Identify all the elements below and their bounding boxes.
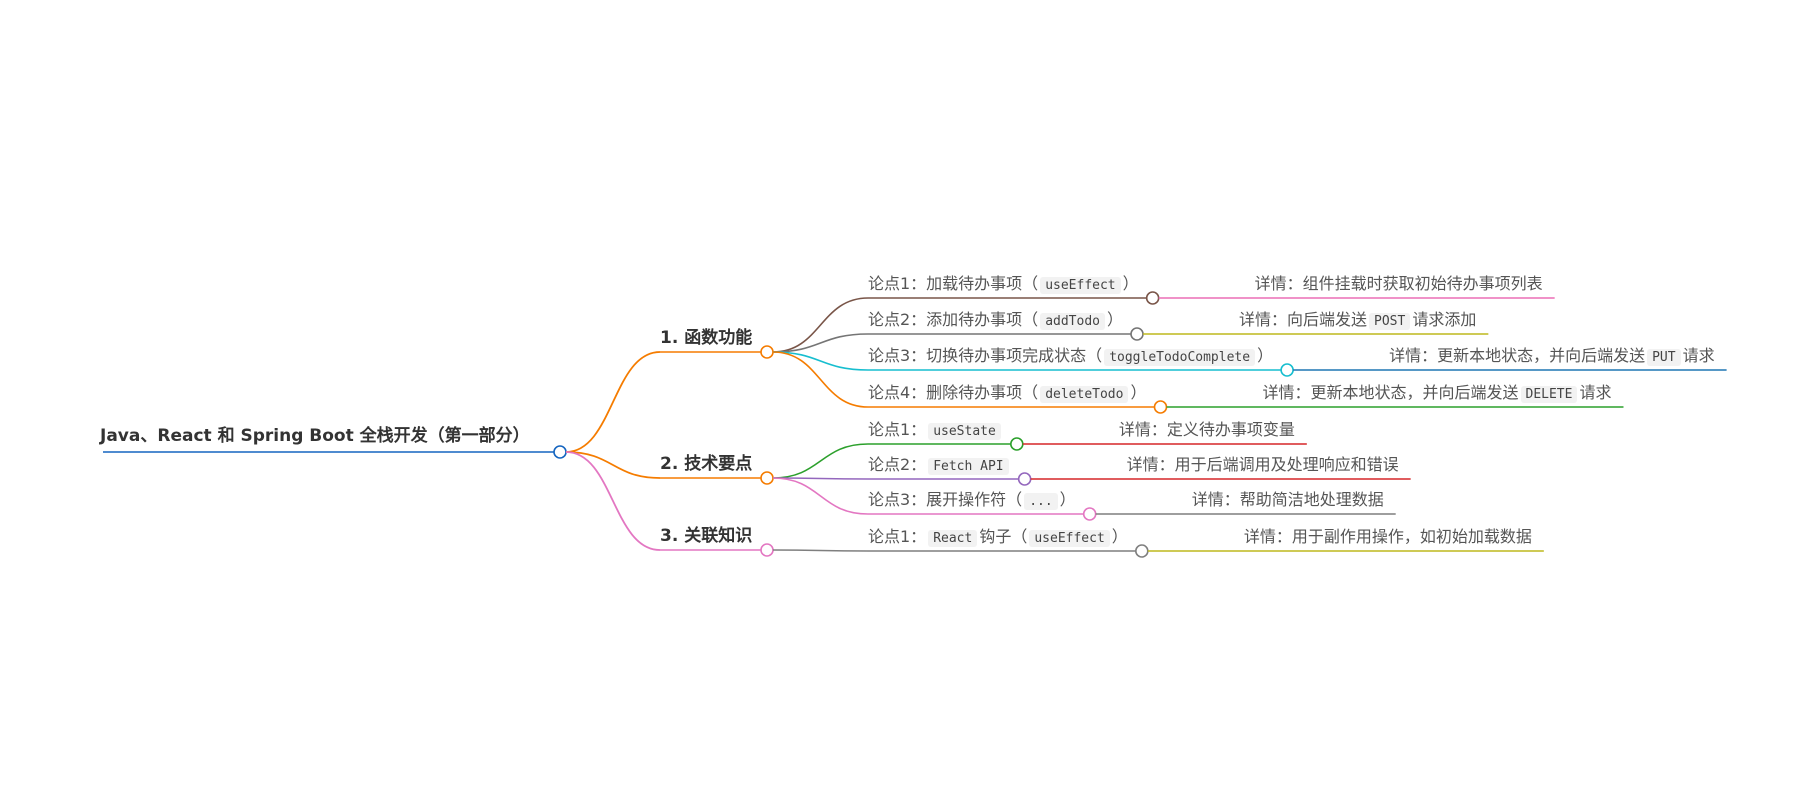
point-link-1-2	[772, 333, 869, 353]
text-segment: 请求添加	[1412, 310, 1477, 329]
branch-node-circle-2[interactable]	[760, 471, 774, 485]
code-token: POST	[1369, 313, 1411, 330]
code-token: PUT	[1647, 349, 1681, 366]
text-segment: ）	[1106, 310, 1123, 329]
point-link-2-2	[772, 477, 869, 480]
code-token: deleteTodo	[1040, 386, 1129, 403]
text-segment: 详情：向后端发送	[1239, 310, 1368, 329]
root-node-circle[interactable]	[553, 445, 567, 459]
point-link-3-1	[772, 549, 869, 552]
code-token: useEffect	[1040, 277, 1121, 294]
text-segment: 详情：定义待办事项变量	[1118, 420, 1295, 439]
text-segment: 详情：用于副作用操作，如初始加载数据	[1243, 527, 1532, 546]
point-node-circle[interactable]	[1153, 400, 1168, 414]
text-segment: 钩子（	[979, 527, 1028, 546]
branch-topic-3[interactable]: 3. 关联知识	[660, 526, 753, 546]
point-topic: 论点2：Fetch API	[868, 454, 1011, 478]
point-topic: 论点2：添加待办事项（addTodo）	[868, 309, 1123, 333]
point-topic: 论点4：删除待办事项（deleteTodo）	[868, 382, 1146, 406]
text-segment: ）	[1059, 490, 1076, 509]
code-token: useState	[928, 423, 1001, 440]
code-token: React	[928, 530, 978, 547]
point-node-circle[interactable]	[1130, 327, 1144, 341]
branch-link-3	[565, 451, 661, 551]
point-link-2-1	[772, 443, 869, 479]
point-topic: 论点3：切换待办事项完成状态（toggleTodoComplete）	[868, 345, 1273, 369]
text-segment: 详情：更新本地状态，并向后端发送	[1262, 383, 1519, 402]
point-node-circle[interactable]	[1280, 363, 1294, 377]
text-segment: 请求	[1682, 346, 1715, 365]
point-topic: 论点1：加载待办事项（useEffect）	[868, 273, 1139, 297]
detail-topic: 详情：用于副作用操作，如初始加载数据	[1244, 526, 1532, 548]
point-topic: 论点1：useState	[868, 419, 1003, 443]
code-token: Fetch API	[928, 458, 1009, 475]
code-token: ...	[1024, 493, 1058, 510]
text-segment: 请求	[1579, 383, 1612, 402]
text-segment: 详情：用于后端调用及处理响应和错误	[1126, 455, 1399, 474]
code-token: DELETE	[1520, 386, 1578, 403]
point-link-1-1	[772, 297, 869, 353]
point-node-circle[interactable]	[1145, 291, 1160, 305]
text-segment: 论点4：删除待办事项（	[868, 383, 1039, 402]
branch-topic-2[interactable]: 2. 技术要点	[660, 454, 753, 474]
text-segment: 论点1：加载待办事项（	[868, 274, 1039, 293]
point-node-circle[interactable]	[1017, 472, 1032, 486]
text-segment: ）	[1122, 274, 1139, 293]
text-segment: 详情：组件挂载时获取初始待办事项列表	[1254, 274, 1543, 293]
point-link-2-3	[772, 477, 869, 515]
root-topic[interactable]: Java、React 和 Spring Boot 全栈开发（第一部分）	[100, 426, 530, 446]
text-segment: 论点2：添加待办事项（	[868, 310, 1039, 329]
text-segment: ）	[1111, 527, 1128, 546]
text-segment: 论点1：	[868, 527, 927, 546]
code-token: addTodo	[1040, 313, 1105, 330]
branch-node-circle-3[interactable]	[760, 543, 774, 557]
detail-topic: 详情：组件挂载时获取初始待办事项列表	[1255, 273, 1543, 295]
code-token: toggleTodoComplete	[1104, 349, 1256, 366]
branch-topic-1[interactable]: 1. 函数功能	[660, 328, 753, 348]
point-link-1-3	[772, 351, 869, 371]
detail-topic: 详情：帮助简洁地处理数据	[1192, 489, 1384, 511]
text-segment: 详情：帮助简洁地处理数据	[1191, 490, 1384, 509]
point-node-circle[interactable]	[1082, 507, 1097, 521]
text-segment: 论点1：	[868, 420, 927, 439]
branch-node-circle-1[interactable]	[760, 345, 774, 359]
text-segment: 论点3：展开操作符（	[868, 490, 1023, 509]
text-segment: 论点3：切换待办事项完成状态（	[868, 346, 1103, 365]
text-segment: ）	[1130, 383, 1147, 402]
point-link-1-4	[772, 351, 869, 408]
point-node-circle[interactable]	[1135, 544, 1149, 558]
text-segment: ）	[1257, 346, 1274, 365]
branch-link-1	[565, 351, 661, 453]
detail-topic: 详情：定义待办事项变量	[1119, 419, 1295, 441]
text-segment: 详情：更新本地状态，并向后端发送	[1389, 346, 1646, 365]
point-topic: 论点3：展开操作符（...）	[868, 489, 1076, 513]
point-node-circle[interactable]	[1010, 437, 1024, 451]
code-token: useEffect	[1029, 530, 1110, 547]
detail-topic: 详情：用于后端调用及处理响应和错误	[1127, 454, 1399, 476]
text-segment: 论点2：	[868, 455, 927, 474]
branch-link-2	[565, 451, 661, 479]
